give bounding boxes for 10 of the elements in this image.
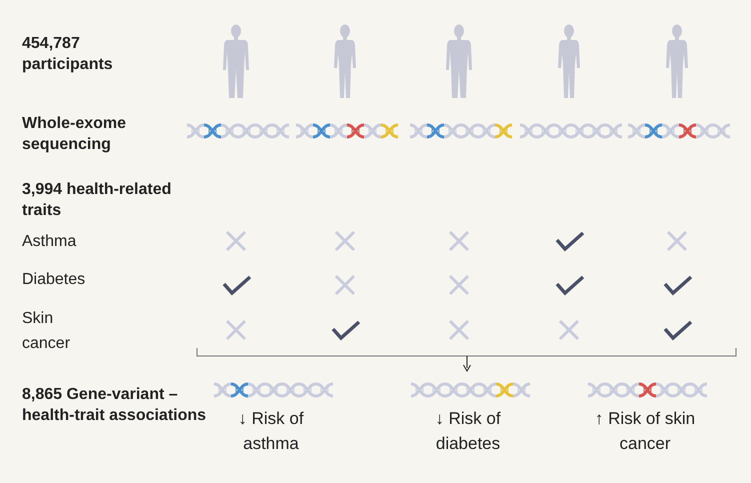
row-heading: Whole-exome sequencing bbox=[22, 114, 128, 155]
association-label: ↓ Risk of asthma bbox=[237, 408, 305, 455]
trait-label: Diabetes bbox=[22, 270, 86, 290]
row-heading: 454,787 participants bbox=[22, 34, 114, 75]
trait-label: Asthma bbox=[22, 232, 78, 252]
association-label: ↓ Risk of diabetes bbox=[434, 408, 502, 455]
trait-label: Skin cancer bbox=[22, 309, 72, 354]
row-heading: 8,865 Gene-variant – health-trait associations bbox=[22, 385, 207, 426]
row-heading: 3,994 health-related traits bbox=[22, 180, 172, 221]
association-label: ↑ Risk of skin cancer bbox=[594, 408, 696, 455]
